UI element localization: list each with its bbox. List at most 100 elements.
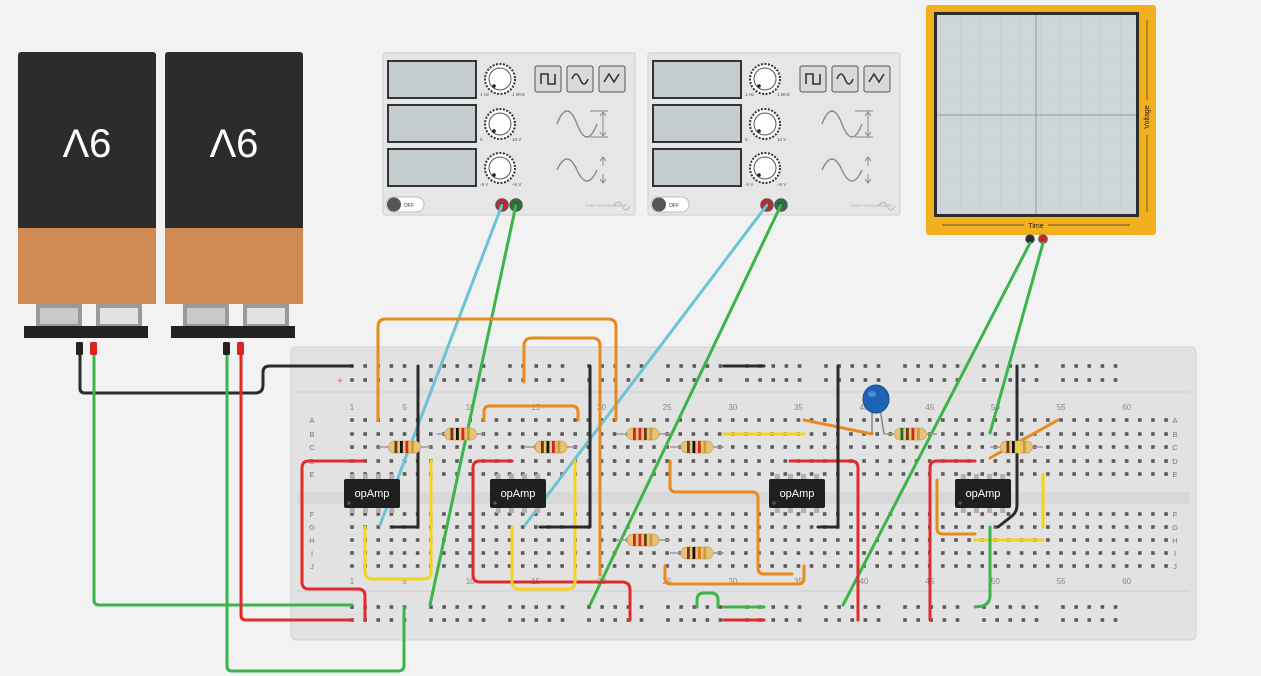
breadboard-hole[interactable] [678,564,683,568]
rail-hole[interactable] [1087,364,1092,368]
breadboard-hole[interactable] [862,551,866,555]
rail-hole[interactable] [1034,605,1039,609]
rail-hole[interactable] [982,364,986,368]
breadboard-hole[interactable] [809,551,814,555]
breadboard-hole[interactable] [862,512,866,516]
resistor[interactable] [616,427,670,441]
breadboard-hole[interactable] [612,538,617,542]
power-switch[interactable]: OFF [650,196,690,213]
rail-hole[interactable] [389,618,394,622]
wire-orange[interactable] [522,336,602,577]
breadboard-hole[interactable] [914,538,919,542]
breadboard-hole[interactable] [993,472,998,476]
wire-battery1-negative[interactable] [78,346,354,395]
breadboard-hole[interactable] [1032,551,1037,555]
rail-hole[interactable] [376,618,381,622]
breadboard-hole[interactable] [1072,432,1076,436]
opamp-chip[interactable]: opAmp [955,474,1011,513]
breadboard-hole[interactable] [652,564,656,568]
breadboard-hole[interactable] [980,512,985,516]
breadboard-hole[interactable] [691,418,696,422]
rail-hole[interactable] [547,378,552,382]
breadboard-hole[interactable] [1019,551,1024,555]
wire-red[interactable] [300,459,367,622]
frequency-knob[interactable] [484,63,516,95]
breadboard-hole[interactable] [836,551,840,555]
rail-hole[interactable] [1008,364,1013,368]
breadboard-hole[interactable] [691,459,696,463]
rail-hole[interactable] [758,378,762,382]
breadboard-hole[interactable] [389,459,394,463]
breadboard-hole[interactable] [547,538,551,542]
rail-hole[interactable] [982,378,986,382]
rail-hole[interactable] [797,364,802,368]
rail-hole[interactable] [863,378,868,382]
breadboard-hole[interactable] [875,564,879,568]
rail-hole[interactable] [784,364,789,368]
breadboard-hole[interactable] [350,538,354,542]
wire-orange[interactable] [935,478,977,536]
rail-hole[interactable] [1087,605,1092,609]
breadboard-hole[interactable] [455,551,459,555]
rail-hole[interactable] [639,364,644,368]
breadboard-hole[interactable] [1032,472,1037,476]
breadboard-hole[interactable] [980,459,985,463]
breadboard-hole[interactable] [1124,538,1129,542]
breadboard-hole[interactable] [350,512,354,516]
rail-hole[interactable] [903,364,907,368]
rail-hole[interactable] [1061,618,1065,622]
breadboard-hole[interactable] [1124,512,1129,516]
rail-hole[interactable] [1074,378,1078,382]
breadboard-hole[interactable] [1072,538,1076,542]
breadboard-hole[interactable] [612,525,617,529]
breadboard-hole[interactable] [822,472,827,476]
breadboard-hole[interactable] [1032,512,1037,516]
rail-hole[interactable] [666,605,670,609]
rail-hole[interactable] [692,364,697,368]
breadboard-hole[interactable] [547,472,551,476]
breadboard-hole[interactable] [468,525,472,529]
breadboard-hole[interactable] [809,512,814,516]
rail-hole[interactable] [876,618,881,622]
breadboard-hole[interactable] [901,564,906,568]
breadboard-hole[interactable] [862,432,866,436]
breadboard-hole[interactable] [586,472,591,476]
rail-hole[interactable] [850,605,855,609]
function-generator-2[interactable]: 1 Hz 1 MHz 0 10 V -5 V +5 V [647,52,901,216]
breadboard-hole[interactable] [1164,432,1168,436]
breadboard-hole[interactable] [770,418,774,422]
resistor[interactable] [670,546,724,560]
breadboard-hole[interactable] [967,538,971,542]
breadboard-hole[interactable] [560,551,564,555]
rail-hole[interactable] [521,618,525,622]
ceramic-capacitor[interactable] [862,384,890,435]
rail-hole[interactable] [560,364,565,368]
breadboard-hole[interactable] [888,418,893,422]
breadboard-hole[interactable] [625,551,630,555]
rail-hole[interactable] [995,378,999,382]
resistor[interactable] [616,533,670,547]
breadboard-hole[interactable] [389,538,394,542]
rail-hole[interactable] [903,378,907,382]
breadboard-hole[interactable] [901,512,906,516]
breadboard-hole[interactable] [914,551,919,555]
breadboard-hole[interactable] [1138,525,1142,529]
breadboard-hole[interactable] [455,418,459,422]
breadboard-hole[interactable] [1006,418,1011,422]
rail-hole[interactable] [1008,618,1013,622]
breadboard-hole[interactable] [941,551,945,555]
breadboard-hole[interactable] [1124,551,1129,555]
breadboard-hole[interactable] [547,459,551,463]
breadboard-hole[interactable] [1006,472,1011,476]
breadboard-hole[interactable] [389,512,394,516]
rail-hole[interactable] [1087,378,1092,382]
rail-hole[interactable] [1113,605,1118,609]
breadboard-hole[interactable] [862,418,866,422]
breadboard-hole[interactable] [560,564,564,568]
breadboard-hole[interactable] [520,432,525,436]
breadboard-hole[interactable] [1072,551,1076,555]
breadboard-hole[interactable] [809,472,814,476]
breadboard-hole[interactable] [954,432,958,436]
breadboard-hole[interactable] [744,551,748,555]
rail-hole[interactable] [679,364,683,368]
